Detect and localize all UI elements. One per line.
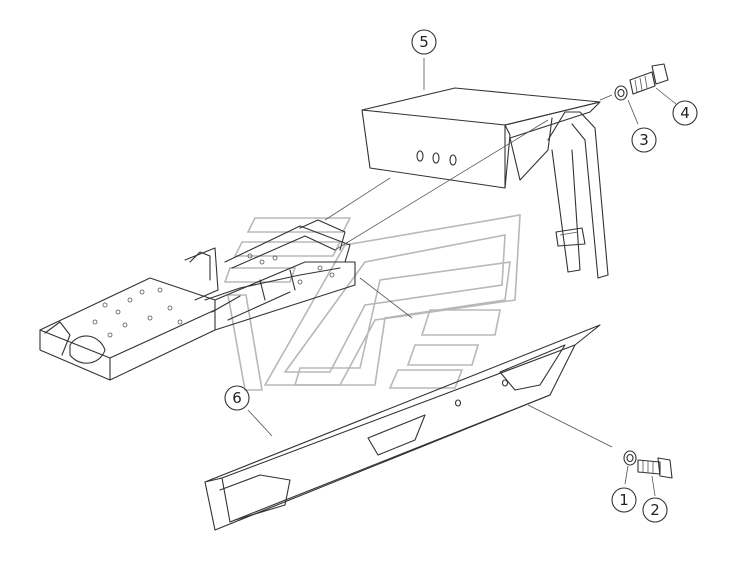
frame-holes <box>92 253 335 338</box>
callout-4: 4 <box>672 100 698 126</box>
callout-5-label: 5 <box>419 33 429 51</box>
part-4-bolt <box>629 63 669 95</box>
watermark-logo <box>223 214 521 391</box>
callout-3-label: 3 <box>639 131 649 149</box>
callout-2: 2 <box>642 497 668 523</box>
callout-6: 6 <box>224 385 250 411</box>
callout-6-label: 6 <box>232 389 242 407</box>
part-1-washer <box>623 450 637 466</box>
callout-4-label: 4 <box>680 104 690 122</box>
callout-3: 3 <box>631 127 657 153</box>
callout-1: 1 <box>611 487 637 513</box>
leader-lines <box>247 58 677 497</box>
part-2-bolt <box>637 457 673 479</box>
callout-2-label: 2 <box>650 501 660 519</box>
base-frame <box>39 219 356 381</box>
callout-1-label: 1 <box>619 491 629 509</box>
part-3-washer <box>614 85 628 101</box>
callout-5: 5 <box>411 29 437 55</box>
part-5-hood-cover <box>361 87 609 279</box>
part-6-lower-panel <box>204 324 601 531</box>
